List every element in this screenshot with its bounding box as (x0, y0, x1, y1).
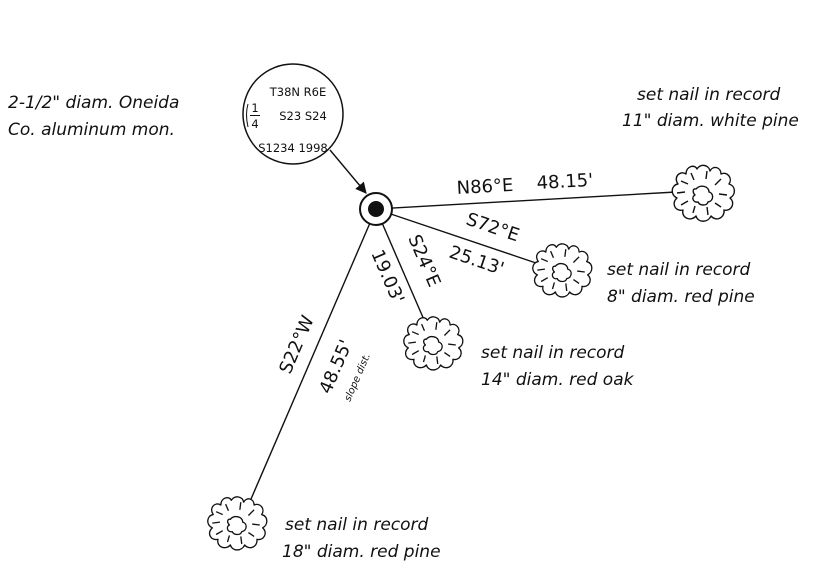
cap-circle (242, 63, 344, 165)
tie-line-s72e (375, 208, 537, 264)
monument-center-dot (368, 201, 384, 217)
cap-line1: T38N R6E (269, 85, 327, 99)
monument-symbol (359, 192, 393, 226)
tie-s72e-bearing: S72°E (463, 209, 522, 246)
tie-s72e-note-line2: 8" diam. red pine (607, 287, 755, 307)
tie-n86e-note-line1: set nail in record (637, 85, 781, 105)
monument-description-line2: Co. aluminum mon. (8, 120, 175, 140)
tree-white-pine-icon (671, 164, 736, 222)
tree-red-oak-icon (403, 316, 464, 371)
cap-line2: S23 S24 (279, 109, 327, 123)
monument-cap-detail: T38N R6E 1 4 S23 S24 S1234 1998 (242, 63, 344, 165)
tie-s22w-note-line1: set nail in record (285, 515, 429, 535)
tie-line-s22w (247, 208, 377, 507)
tie-s24e-note-line2: 14" diam. red oak (481, 370, 635, 390)
monument-description-line1: 2-1/2" diam. Oneida (8, 93, 179, 113)
tie-line-s24e (375, 208, 429, 330)
tie-s22w-note-line2: 18" diam. red pine (282, 542, 441, 562)
tie-n86e-note-line2: 11" diam. white pine (622, 111, 799, 131)
tie-s24e-note-line1: set nail in record (481, 343, 625, 363)
tie-s72e-distance: 25.13' (446, 242, 506, 280)
cap-quarter-denominator: 4 (251, 117, 258, 131)
cap-leader-arrow (329, 149, 367, 194)
cap-line3: S1234 1998 (258, 141, 328, 155)
tie-s24e-bearing: S24°E (403, 232, 444, 291)
cap-quarter-bracket (246, 103, 249, 128)
tie-s24e-distance: 19.03' (366, 247, 408, 307)
tie-n86e-distance: 48.15' (536, 170, 594, 194)
cap-quarter-numerator: 1 (251, 101, 258, 115)
tie-s72e-note-line1: set nail in record (607, 260, 751, 280)
tie-s22w-bearing: S22°W (275, 312, 319, 377)
tie-line-n86e (375, 191, 677, 210)
tree-red-pine-18-icon (207, 496, 268, 551)
tie-n86e-bearing: N86°E (456, 175, 514, 199)
tree-red-pine-8-icon (532, 243, 593, 298)
